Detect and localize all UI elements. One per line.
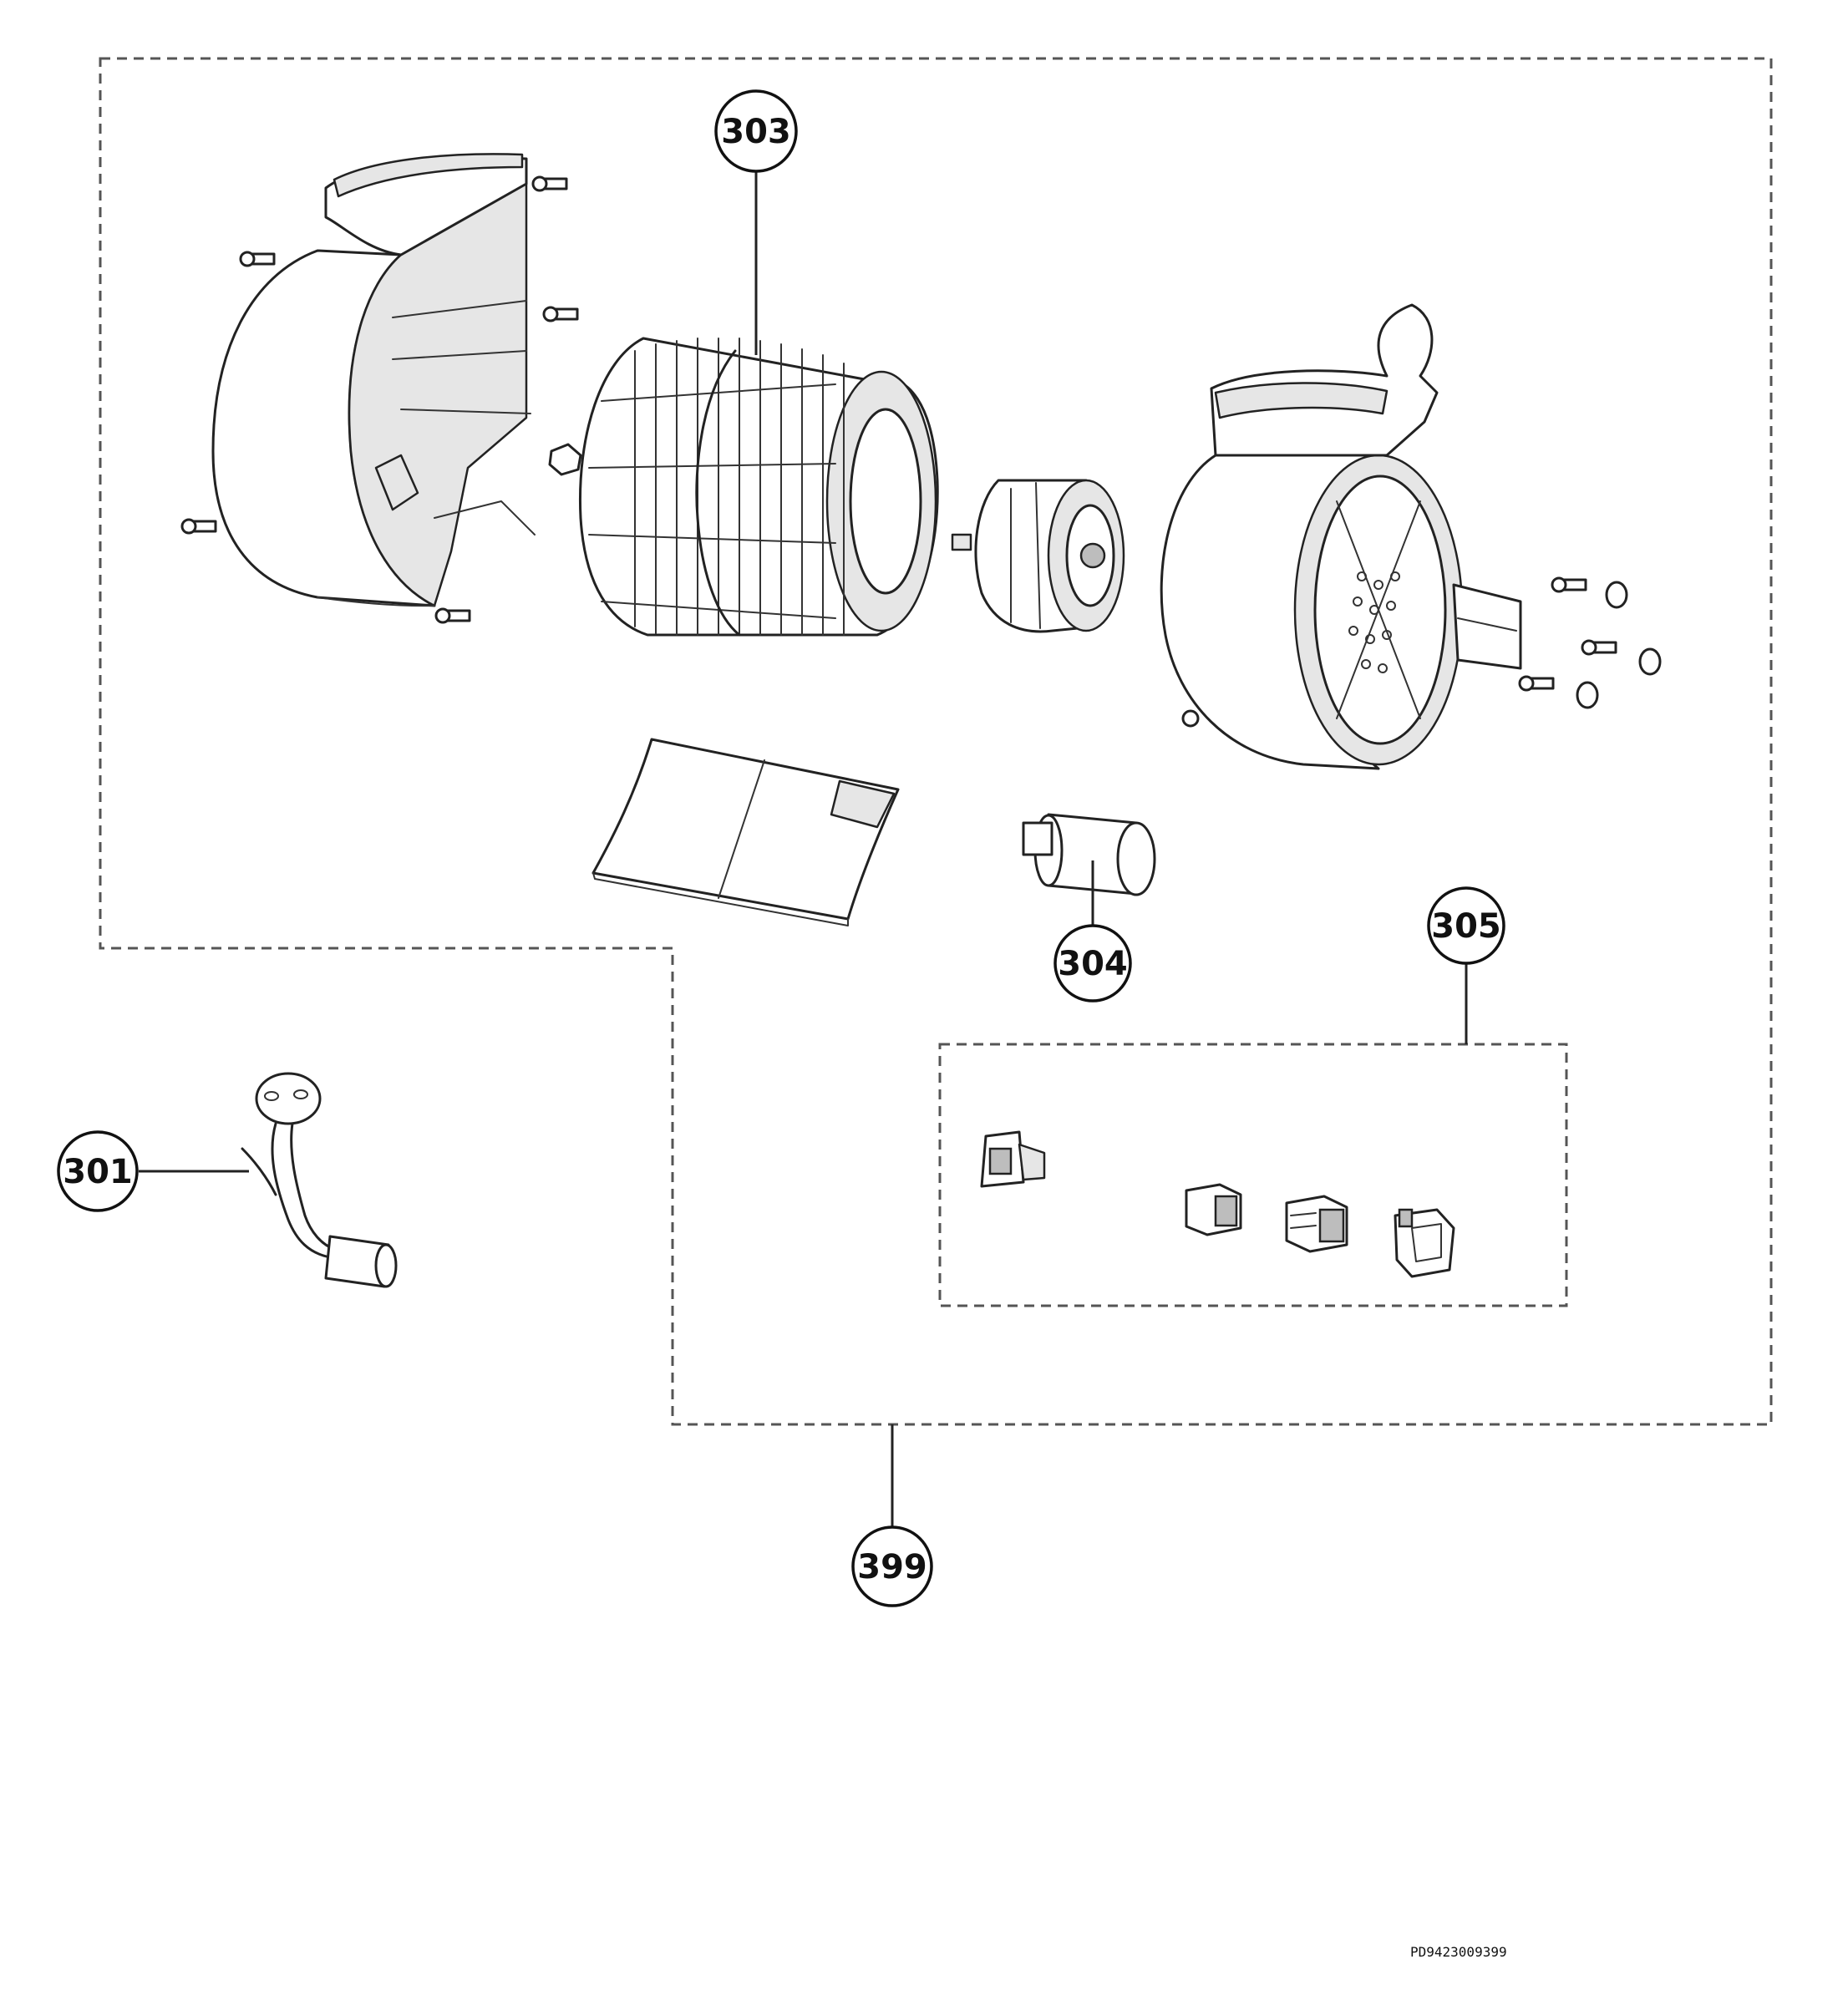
right-fan-housing [1160, 303, 1522, 770]
callout-305-label: 305 [1431, 907, 1501, 946]
callout-303: 303 [714, 89, 798, 173]
callout-301: 301 [57, 1130, 139, 1212]
callout-399-label: 399 [857, 1548, 927, 1586]
callout-305: 305 [1427, 886, 1505, 965]
callout-301-label: 301 [63, 1153, 133, 1191]
terminal-block-a [1185, 1183, 1242, 1236]
curved-air-guide-plate [591, 738, 900, 926]
callout-304-label: 304 [1058, 945, 1128, 983]
capacitor [1022, 813, 1156, 896]
fan-motor [951, 479, 1125, 633]
drawing-code: PD9423009399 [1410, 1944, 1507, 1960]
left-fan-housing [211, 153, 536, 607]
cable-harness-with-capacitor [241, 1072, 398, 1288]
callout-303-label: 303 [721, 113, 791, 151]
connector-plug [1394, 1208, 1455, 1278]
terminal-block-b [1285, 1195, 1348, 1253]
housing-screws-left [180, 175, 582, 624]
housing-screws-right [1518, 576, 1662, 709]
connector-kit [980, 1130, 1455, 1278]
callout-304: 304 [1053, 924, 1132, 1002]
callout-399: 399 [851, 1525, 933, 1607]
hex-nut-icon [548, 443, 582, 476]
connector-kit-305-dashed-frame [938, 1043, 1568, 1307]
fan-wheel [578, 337, 939, 637]
assembly-399-dashed-frame [99, 57, 1773, 1426]
switch-connector [980, 1130, 1046, 1188]
